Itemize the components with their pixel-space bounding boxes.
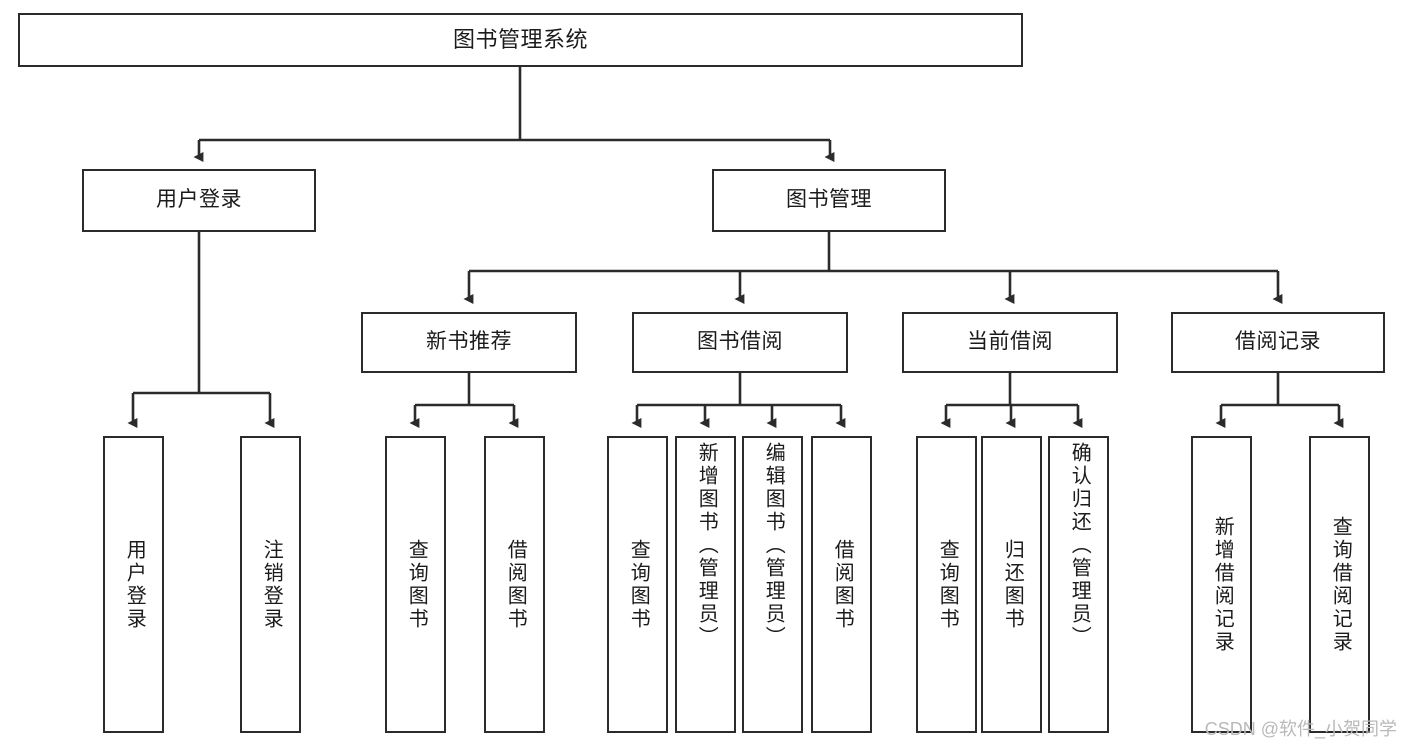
leaf-borrow-record-add-record[interactable]: 新增借阅记录 <box>1191 436 1252 733</box>
node-book-management[interactable]: 图书管理 <box>712 169 946 232</box>
leaf-label: 编辑图书（管理员） <box>762 442 785 649</box>
leaf-book-borrow-add-book-admin[interactable]: 新增图书（管理员） <box>675 436 736 733</box>
leaf-borrow-record-query-record[interactable]: 查询借阅记录 <box>1309 436 1370 733</box>
leaf-label: 查询图书 <box>627 538 650 631</box>
node-book-management-system[interactable]: 图书管理系统 <box>18 13 1023 67</box>
leaf-book-borrow-edit-book-admin[interactable]: 编辑图书（管理员） <box>742 436 803 733</box>
leaf-current-borrow-confirm-return-admin[interactable]: 确认归还（管理员） <box>1048 436 1109 733</box>
leaf-label: 新增借阅记录 <box>1211 515 1234 654</box>
csdn-watermark: CSDN @软件_小贺同学 <box>1204 719 1397 739</box>
leaf-book-borrow-query-book[interactable]: 查询图书 <box>607 436 668 733</box>
leaf-book-borrow-borrow-book[interactable]: 借阅图书 <box>811 436 872 733</box>
leaf-label: 借阅图书 <box>831 538 854 631</box>
node-borrow-record[interactable]: 借阅记录 <box>1171 312 1385 373</box>
leaf-label: 查询借阅记录 <box>1329 515 1352 654</box>
leaf-user-login-login[interactable]: 用户登录 <box>103 436 164 733</box>
leaf-label: 查询图书 <box>936 538 959 631</box>
leaf-current-borrow-query-book[interactable]: 查询图书 <box>916 436 977 733</box>
leaf-new-book-borrow-book[interactable]: 借阅图书 <box>484 436 545 733</box>
leaf-label: 确认归还（管理员） <box>1068 442 1091 649</box>
node-label: 借阅记录 <box>1235 330 1321 354</box>
node-label: 新书推荐 <box>426 330 512 354</box>
leaf-label: 新增图书（管理员） <box>695 442 718 649</box>
leaf-label: 借阅图书 <box>504 538 527 631</box>
leaf-label: 用户登录 <box>123 538 146 631</box>
node-book-borrow[interactable]: 图书借阅 <box>632 312 848 373</box>
node-user-login[interactable]: 用户登录 <box>82 169 316 232</box>
node-label: 图书管理 <box>786 188 872 212</box>
leaf-user-login-logout[interactable]: 注销登录 <box>240 436 301 733</box>
leaf-current-borrow-return-book[interactable]: 归还图书 <box>981 436 1042 733</box>
node-new-book-recommend[interactable]: 新书推荐 <box>361 312 577 373</box>
node-current-borrow[interactable]: 当前借阅 <box>902 312 1118 373</box>
node-label: 用户登录 <box>156 188 242 212</box>
node-label: 图书管理系统 <box>452 27 588 53</box>
leaf-new-book-query-book[interactable]: 查询图书 <box>385 436 446 733</box>
leaf-label: 归还图书 <box>1001 538 1024 631</box>
node-label: 当前借阅 <box>967 330 1053 354</box>
leaf-label: 注销登录 <box>260 538 283 631</box>
node-label: 图书借阅 <box>697 330 783 354</box>
leaf-label: 查询图书 <box>405 538 428 631</box>
